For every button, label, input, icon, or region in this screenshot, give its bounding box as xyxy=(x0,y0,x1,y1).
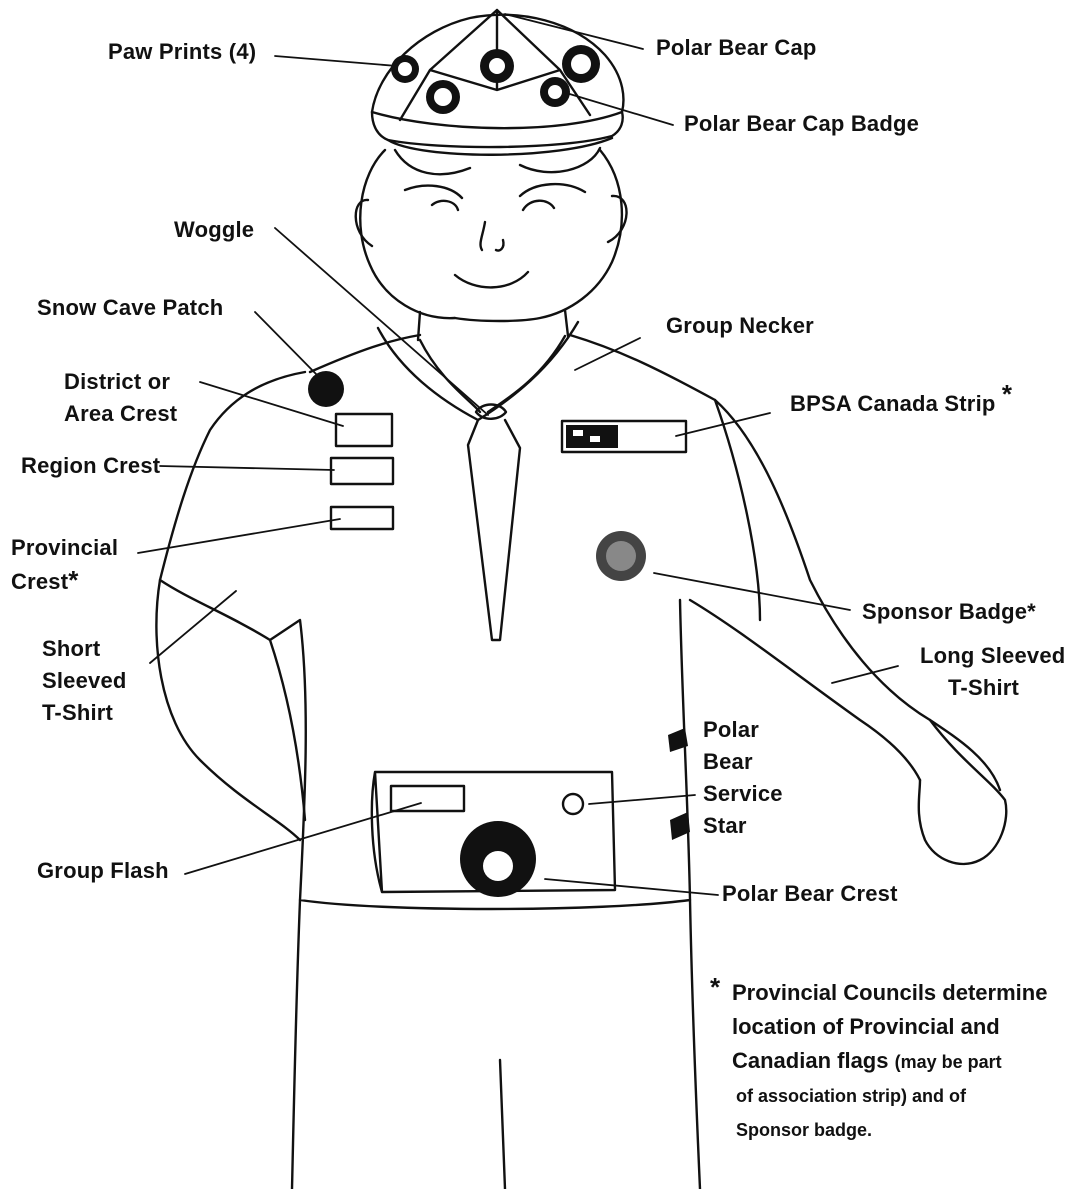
footnote: * Provincial Councils determine location… xyxy=(710,976,1047,1147)
footnote-marker: * xyxy=(710,970,720,1004)
label-service-star-line4: Star xyxy=(703,813,747,838)
label-district-crest: District or Area Crest xyxy=(64,366,177,430)
label-provincial-crest-asterisk: * xyxy=(68,565,78,595)
label-long-sleeved-line2: T-Shirt xyxy=(920,675,1019,700)
label-service-star-line2: Bear xyxy=(703,749,753,774)
label-provincial-crest: Provincial Crest* xyxy=(11,532,118,598)
footnote-line-5: Sponsor badge. xyxy=(710,1113,1047,1147)
snow-cave-patch xyxy=(308,371,344,407)
label-short-sleeved-line2: Sleeved xyxy=(42,668,127,693)
service-star-patch xyxy=(563,794,583,814)
label-polar-bear-cap-badge: Polar Bear Cap Badge xyxy=(684,108,919,140)
label-service-star-line3: Service xyxy=(703,781,783,806)
footnote-line-3-main: Canadian flags xyxy=(732,1048,888,1073)
label-polar-bear-crest: Polar Bear Crest xyxy=(722,878,898,910)
label-short-sleeved: Short Sleeved T-Shirt xyxy=(42,633,127,729)
label-provincial-crest-line2: Crest xyxy=(11,569,68,594)
footnote-line-3: Canadian flags (may be part xyxy=(710,1044,1047,1079)
district-crest-patch xyxy=(336,414,392,446)
label-service-star-line1: Polar xyxy=(703,717,759,742)
label-short-sleeved-line1: Short xyxy=(42,636,100,661)
label-short-sleeved-line3: T-Shirt xyxy=(42,700,113,725)
label-long-sleeved-line1: Long Sleeved xyxy=(920,643,1065,668)
label-bpsa-strip: BPSA Canada Strip * xyxy=(790,386,1012,420)
label-snow-cave-patch: Snow Cave Patch xyxy=(37,292,223,324)
region-crest-patch xyxy=(331,458,393,484)
footnote-line-2-text: location of Provincial and xyxy=(732,1014,1000,1039)
label-group-flash: Group Flash xyxy=(37,855,169,887)
label-bpsa-strip-asterisk: * xyxy=(1002,379,1012,409)
label-paw-prints: Paw Prints (4) xyxy=(108,36,256,68)
group-flash-patch xyxy=(391,786,464,811)
footnote-line-3-small: (may be part xyxy=(895,1052,1002,1072)
footnote-line-1: Provincial Councils determine xyxy=(710,976,1047,1010)
label-long-sleeved: Long Sleeved T-Shirt xyxy=(920,640,1065,704)
label-district-crest-line2: Area Crest xyxy=(64,401,177,426)
label-polar-bear-cap: Polar Bear Cap xyxy=(656,32,817,64)
label-group-necker: Group Necker xyxy=(666,310,814,342)
provincial-crest-patch xyxy=(331,507,393,529)
label-provincial-crest-line1: Provincial xyxy=(11,535,118,560)
label-sponsor-badge: Sponsor Badge* xyxy=(862,596,1036,628)
footnote-line-2: location of Provincial and xyxy=(710,1010,1047,1044)
footnote-line-4: of association strip) and of xyxy=(710,1079,1047,1113)
label-service-star: Polar Bear Service Star xyxy=(703,714,783,842)
label-region-crest: Region Crest xyxy=(21,450,160,482)
label-district-crest-line1: District or xyxy=(64,369,170,394)
label-bpsa-strip-text: BPSA Canada Strip xyxy=(790,391,996,416)
label-woggle: Woggle xyxy=(174,214,254,246)
head-outline xyxy=(360,150,622,321)
